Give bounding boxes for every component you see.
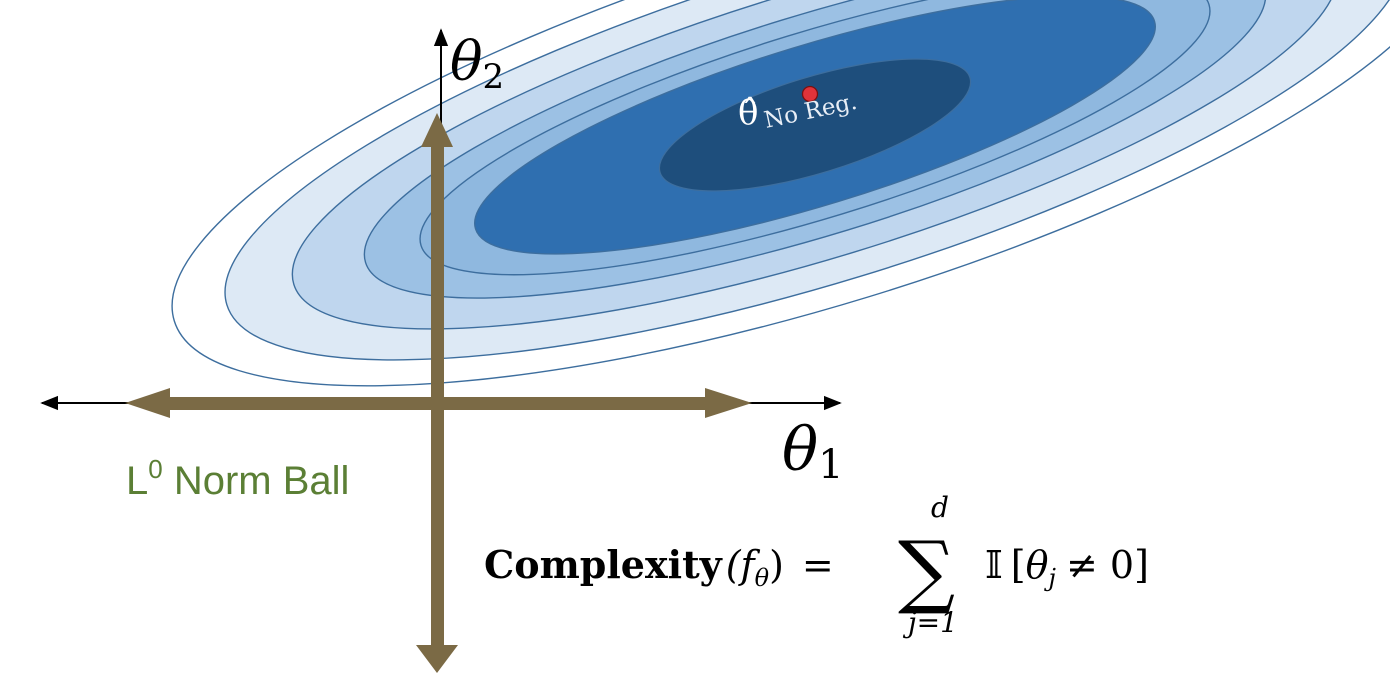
l0-norm-ball [125, 113, 752, 673]
complexity-formula: Complexity(fθ)= ∑ d j=1 𝕀[θj≠ 0] [484, 491, 1149, 639]
formula-lhs-arg-sub: θ [755, 564, 770, 592]
formula-lhs-close: ) [769, 543, 784, 587]
formula-indicator: 𝕀 [985, 543, 1003, 587]
arrow-left-icon [125, 388, 170, 418]
theta1-base: θ [782, 415, 818, 485]
norm-ball-label: L0 Norm Ball [126, 454, 349, 503]
formula-lhs-word: Complexity [484, 542, 723, 587]
formula-term-rest: ≠ 0 [1066, 543, 1134, 587]
norm-ball-prefix: L [126, 459, 148, 503]
norm-ball-suffix: Norm Ball [163, 459, 350, 503]
theta2-sub: 2 [483, 57, 505, 97]
formula-sum-symbol: ∑ [898, 524, 955, 617]
loss-contours [171, 0, 1390, 387]
formula-term-base: θ [1026, 543, 1049, 587]
formula-lhs: Complexity(fθ)= [484, 542, 834, 592]
theta1-label: θ1 [782, 415, 844, 488]
theta2-label: θ2 [450, 30, 504, 97]
formula-equals: = [802, 543, 834, 587]
arrow-right-icon [705, 388, 752, 418]
optimum-point [801, 85, 819, 103]
formula-bracket-open: [ [1011, 543, 1026, 587]
theta1-sub: 1 [818, 442, 843, 488]
formula-sum-upper: d [931, 491, 949, 524]
ball-vertical-bar [431, 142, 444, 650]
contour-level-7 [658, 58, 972, 192]
theta2-base: θ [450, 30, 483, 93]
formula-bracket-close: ] [1134, 543, 1149, 587]
arrow-down-icon [416, 645, 458, 673]
norm-ball-sup: 0 [148, 454, 162, 484]
formula-sum-lower: j=1 [902, 606, 958, 639]
arrow-up-icon [421, 113, 453, 147]
optimum-label: θ̂ [738, 93, 758, 133]
formula-rhs: 𝕀[θj≠ 0] [985, 543, 1149, 592]
optimum-theta-hat: θ̂ [738, 93, 758, 133]
